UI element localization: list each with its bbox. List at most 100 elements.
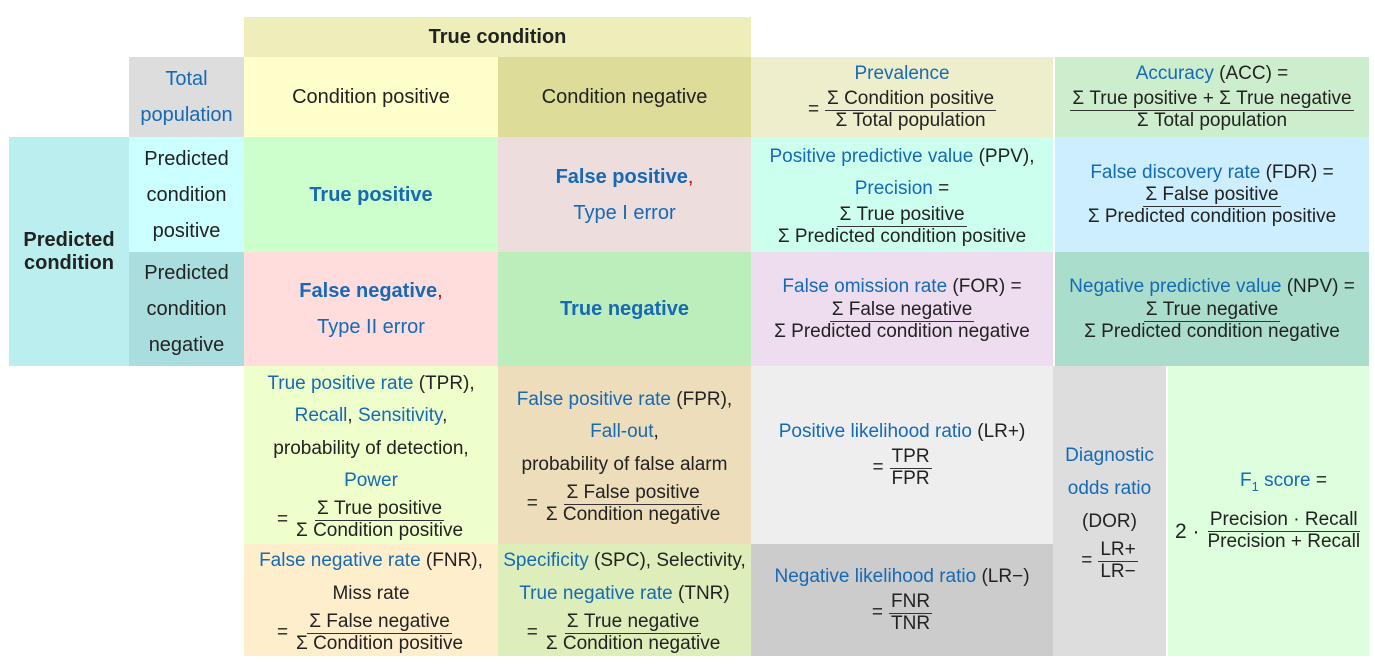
ppv-fraction: Σ True positive Σ Predicted condition po… (776, 205, 1028, 248)
f1-link[interactable]: F1 score (1240, 470, 1311, 494)
recall-comma: , (347, 405, 353, 427)
fpr-abbr: (FPR), (670, 389, 733, 411)
precision-link[interactable]: Precision (854, 178, 933, 200)
fpr-numerator: Σ False positive (564, 482, 702, 505)
tpr-cell: True positive rate (TPR), Recall, Sensit… (244, 366, 498, 544)
spc-fraction: Σ True negative Σ Condition negative (544, 610, 722, 655)
prevalence-link[interactable]: Prevalence (854, 63, 950, 85)
tpr-link[interactable]: True positive rate (267, 373, 414, 395)
miss-rate: Miss rate (332, 582, 410, 604)
accuracy-abbr: (ACC) = (1213, 63, 1289, 85)
lr-minus-link[interactable]: Negative likelihood ratio (774, 566, 977, 588)
tnr-link[interactable]: True negative rate (519, 582, 673, 604)
npv-fraction: Σ True negative Σ Predicted condition ne… (1082, 299, 1342, 343)
fnr-denominator: Σ Condition positive (296, 632, 464, 654)
fdr-abbr: (FDR) = (1260, 161, 1334, 183)
ppv-link[interactable]: Positive predictive value (769, 145, 974, 167)
fall-out-link[interactable]: Fall-out (590, 421, 654, 443)
fdr-link[interactable]: False discovery rate (1090, 161, 1261, 183)
dor-link-line1[interactable]: Diagnostic (1065, 444, 1154, 466)
probability-of-false-alarm: probability of false alarm (521, 453, 728, 475)
for-denominator: Σ Predicted condition negative (774, 320, 1030, 342)
predicted-condition-negative-header: Predicted condition negative (129, 252, 244, 366)
dor-abbr: (DOR) (1082, 511, 1137, 533)
npv-denominator: Σ Predicted condition negative (1084, 320, 1340, 342)
dor-numerator: LR+ (1098, 539, 1138, 563)
dor-link-line2[interactable]: odds ratio (1067, 477, 1152, 499)
true-positive-link[interactable]: True positive (309, 183, 433, 206)
f1-cell: F1 score = 2 · Precision · Recall Precis… (1168, 366, 1369, 656)
dor-cell: Diagnostic odds ratio (DOR) = LR+ LR− (1053, 366, 1166, 656)
sensitivity-link[interactable]: Sensitivity (357, 405, 443, 427)
tpr-abbr: (TPR), (413, 373, 475, 395)
accuracy-link[interactable]: Accuracy (1135, 63, 1214, 85)
lr-minus-fraction: FNR TNR (889, 590, 933, 635)
specificity-link[interactable]: Specificity (503, 550, 589, 572)
f1-name-rest: score (1258, 470, 1311, 492)
npv-cell: Negative predictive value (NPV) = Σ True… (1055, 252, 1369, 366)
predicted-condition-label: Predicted condition (23, 228, 115, 274)
ppv-denominator: Σ Predicted condition positive (777, 226, 1027, 248)
spc-equals: = (526, 621, 538, 643)
npv-link[interactable]: Negative predictive value (1069, 276, 1282, 298)
total-population-label[interactable]: Total population (140, 68, 233, 126)
condition-negative-label: Condition negative (541, 86, 708, 108)
lr-plus-cell: Positive likelihood ratio (LR+) = TPR FP… (751, 366, 1053, 544)
fnr-equals: = (276, 621, 289, 643)
total-population-cell[interactable]: Total population (129, 57, 244, 137)
false-positive-link[interactable]: False positive (555, 165, 688, 188)
true-negative-link[interactable]: True negative (560, 298, 689, 320)
fnr-abbr: (FNR), (420, 550, 483, 572)
false-positive-cell: False positive, Type I error (498, 137, 751, 252)
lr-plus-denominator: FPR (891, 467, 930, 489)
probability-of-detection: probability of detection, (273, 437, 469, 459)
type-1-error-link[interactable]: Type I error (573, 201, 676, 224)
accuracy-cell: Accuracy (ACC) = Σ True positive + Σ Tru… (1055, 57, 1369, 137)
fpr-equals: = (526, 492, 538, 514)
fnr-fraction: Σ False negative Σ Condition positive (294, 611, 465, 655)
prevalence-denominator: Σ Total population (835, 109, 986, 131)
fnr-cell: False negative rate (FNR), Miss rate = Σ… (244, 544, 498, 656)
accuracy-fraction: Σ True positive + Σ True negative Σ Tota… (1070, 88, 1354, 132)
lr-plus-equals: = (872, 457, 884, 478)
prevalence-equals: = (807, 99, 820, 120)
condition-negative-header: Condition negative (498, 57, 751, 137)
fnr-link[interactable]: False negative rate (259, 550, 421, 572)
false-positive-comma: , (687, 165, 694, 188)
true-positive-cell: True positive (244, 137, 498, 252)
fpr-link[interactable]: False positive rate (516, 389, 671, 411)
for-link[interactable]: False omission rate (782, 276, 948, 298)
spc-cell: Specificity (SPC), Selectivity, True neg… (498, 544, 751, 656)
false-negative-cell: False negative, Type II error (244, 252, 498, 366)
tpr-denominator: Σ Condition positive (296, 520, 464, 542)
prevalence-fraction: Σ Condition positive Σ Total population (825, 87, 997, 132)
f1-numerator: Precision · Recall (1207, 508, 1360, 532)
true-condition-header: True condition (244, 17, 751, 57)
spc-numerator: Σ True negative (564, 610, 702, 634)
lr-plus-link[interactable]: Positive likelihood ratio (778, 421, 972, 443)
false-negative-link[interactable]: False negative (299, 280, 438, 302)
accuracy-denominator: Σ Total population (1136, 109, 1288, 131)
f1-fraction: Precision · Recall Precision + Recall (1205, 508, 1362, 553)
tpr-numerator: Σ True positive (315, 498, 445, 522)
condition-positive-label: Condition positive (292, 86, 450, 108)
lr-plus-numerator: TPR (889, 445, 932, 469)
npv-abbr: (NPV) = (1281, 276, 1355, 298)
fdr-numerator: Σ False positive (1143, 184, 1281, 208)
f1-denominator: Precision + Recall (1207, 530, 1361, 552)
power-link[interactable]: Power (344, 469, 398, 491)
dor-denominator: LR− (1100, 561, 1136, 583)
spc-abbr: (SPC), Selectivity, (588, 550, 746, 572)
recall-link[interactable]: Recall (294, 405, 348, 427)
predicted-condition-positive-header: Predicted condition positive (129, 137, 244, 252)
true-condition-label: True condition (428, 26, 567, 48)
prevalence-numerator: Σ Condition positive (825, 87, 997, 111)
type-2-error-link[interactable]: Type II error (317, 316, 425, 338)
lr-minus-abbr: (LR−) (976, 566, 1030, 588)
ppv-cell: Positive predictive value (PPV), Precisi… (751, 137, 1053, 252)
for-cell: False omission rate (FOR) = Σ False nega… (751, 252, 1053, 366)
fpr-fraction: Σ False positive Σ Condition negative (544, 482, 722, 526)
false-negative-comma: , (437, 280, 443, 302)
lr-minus-numerator: FNR (889, 590, 933, 614)
predicted-negative-label: Predicted condition negative (144, 262, 229, 356)
